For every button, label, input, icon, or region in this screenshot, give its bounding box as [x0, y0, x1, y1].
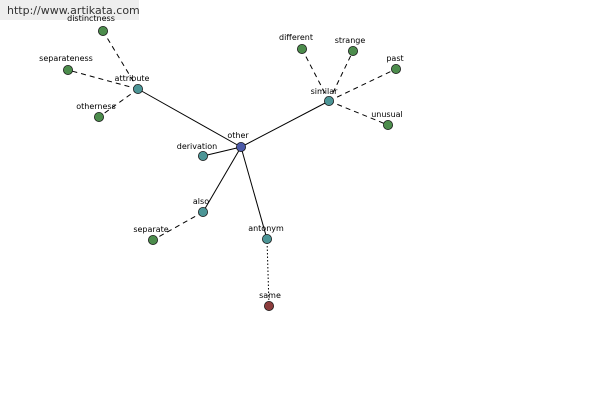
node-label-same: same: [259, 291, 281, 300]
node-label-antonym: antonym: [248, 224, 284, 233]
node-strange[interactable]: [347, 46, 358, 57]
node-separate[interactable]: [147, 234, 158, 245]
node-label-also: also: [193, 197, 209, 206]
node-label-attribute: attribute: [115, 74, 150, 83]
node-label-different: different: [279, 33, 313, 42]
node-label-unusual: unusual: [371, 110, 403, 119]
node-attribute[interactable]: [132, 84, 143, 95]
node-label-separateness: separateness: [39, 54, 93, 63]
edge-also-separate: [152, 211, 204, 241]
node-distinctness[interactable]: [98, 25, 109, 36]
node-label-past: past: [386, 54, 403, 63]
edge-similar-unusual: [328, 100, 389, 126]
edge-other-derivation: [202, 146, 242, 157]
node-other[interactable]: [235, 141, 246, 152]
edge-attribute-separateness: [67, 69, 139, 90]
node-different[interactable]: [296, 44, 307, 55]
node-derivation[interactable]: [197, 150, 208, 161]
edge-attribute-distinctness: [102, 30, 139, 90]
node-label-other: other: [227, 131, 249, 140]
edge-similar-past: [328, 68, 397, 102]
node-otherness[interactable]: [94, 112, 105, 123]
edge-other-antonym: [240, 146, 268, 240]
node-similar[interactable]: [323, 96, 334, 107]
node-separateness[interactable]: [63, 65, 74, 76]
node-label-strange: strange: [335, 36, 366, 45]
edge-antonym-same: [266, 238, 270, 307]
edge-other-similar: [240, 100, 330, 148]
node-same[interactable]: [263, 300, 274, 311]
edge-similar-different: [301, 48, 330, 102]
node-label-similar: similar: [311, 87, 339, 96]
node-unusual[interactable]: [382, 120, 393, 131]
edge-other-also: [202, 146, 242, 213]
node-label-otherness: otherness: [76, 102, 116, 111]
edge-other-attribute: [137, 88, 242, 148]
node-past[interactable]: [390, 64, 401, 75]
node-label-derivation: derivation: [177, 142, 217, 151]
label-layer: other attribute similar derivation also anton…: [39, 14, 403, 300]
edge-similar-strange: [328, 50, 354, 102]
node-also[interactable]: [197, 206, 208, 217]
watermark-url: http://www.artikata.com: [0, 0, 140, 20]
edge-layer: [67, 30, 397, 307]
node-label-separate: separate: [133, 225, 168, 234]
node-layer: [63, 25, 401, 311]
node-label-distinctness: distinctness: [67, 14, 115, 23]
node-antonym[interactable]: [261, 233, 272, 244]
edge-attribute-otherness: [98, 88, 139, 118]
